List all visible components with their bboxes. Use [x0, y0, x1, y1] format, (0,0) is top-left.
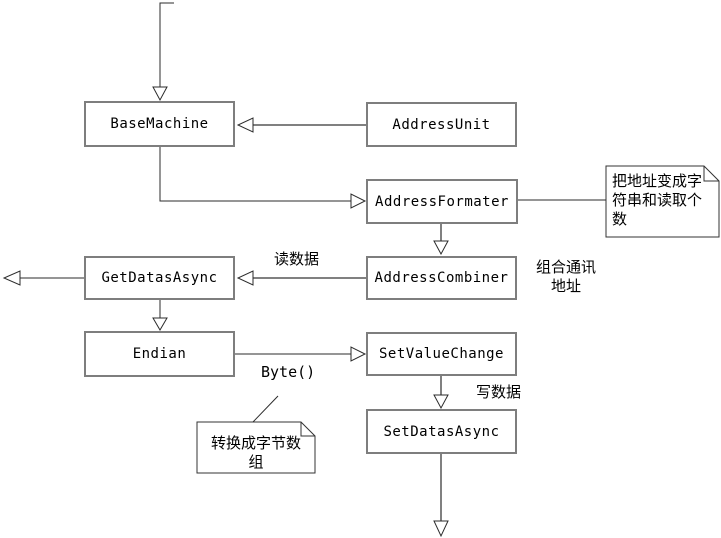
node-addressformater-label: AddressFormater	[375, 193, 509, 210]
note-fold-corner-icon	[300, 422, 315, 437]
note-endian-byte-text: 转换成字节数组	[210, 434, 301, 471]
node-getdatasasync-label: GetDatasAsync	[101, 270, 218, 286]
edge-label-combine-address: 组合通讯地址	[535, 258, 596, 295]
edge-addresscombiner-to-getdatasasync	[236, 270, 366, 286]
arrowhead-down-icon	[433, 240, 449, 256]
edge-label-byte-call: Byte()	[261, 363, 316, 381]
edge-setvaluechange-to-setdatasasync	[433, 376, 449, 410]
edge-getdatasasync-to-endian	[152, 300, 168, 331]
edge-basemachine-to-addressformater	[159, 147, 367, 209]
node-addressunit-label: AddressUnit	[392, 116, 491, 133]
edge-top-to-basemachine	[152, 2, 174, 102]
edge-label-read-data: 读数据	[274, 250, 320, 268]
arrowhead-left-icon	[236, 117, 254, 133]
node-setdatasasync-label: SetDatasAsync	[383, 423, 500, 440]
arrowhead-right-icon	[350, 193, 367, 209]
note-address-formater-text: 把地址变成字符串和读取个数	[612, 172, 703, 228]
node-endian-label: Endian	[132, 346, 187, 362]
node-getdatasasync[interactable]: GetDatasAsync	[84, 256, 235, 300]
note-anchor-line	[252, 395, 279, 423]
node-addresscombiner-label: AddressCombiner	[374, 270, 509, 286]
note-fold-corner-icon	[703, 166, 719, 182]
note-address-formater-shape[interactable]	[605, 165, 720, 238]
edge-addressunit-to-basemachine	[236, 117, 366, 133]
edge-setdatasasync-to-bottom	[433, 453, 449, 538]
edge-label-write-data: 写数据	[476, 383, 522, 401]
arrowhead-right-icon	[350, 346, 367, 362]
node-addressunit[interactable]: AddressUnit	[366, 102, 517, 147]
node-basemachine[interactable]: BaseMachine	[84, 101, 235, 147]
node-addressformater[interactable]: AddressFormater	[366, 179, 518, 224]
arrowhead-down-icon	[433, 520, 449, 538]
node-setdatasasync[interactable]: SetDatasAsync	[366, 409, 517, 454]
edge-addressformater-to-addresscombiner	[433, 224, 449, 256]
arrowhead-down-icon	[433, 394, 449, 410]
edge-endian-to-setvaluechange	[235, 346, 367, 362]
node-endian[interactable]: Endian	[84, 331, 235, 377]
node-setvaluechange-label: SetValueChange	[378, 346, 504, 362]
arrowhead-down-icon	[152, 317, 168, 331]
note-endian-byte-shape[interactable]	[196, 395, 316, 474]
node-setvaluechange[interactable]: SetValueChange	[366, 332, 517, 376]
node-addresscombiner[interactable]: AddressCombiner	[366, 256, 517, 300]
arrowhead-left-icon	[2, 270, 21, 286]
arrowhead-down-icon	[152, 86, 168, 102]
node-basemachine-label: BaseMachine	[110, 116, 209, 132]
arrowhead-left-icon	[236, 270, 254, 286]
edge-getdatasasync-to-left	[2, 270, 84, 286]
